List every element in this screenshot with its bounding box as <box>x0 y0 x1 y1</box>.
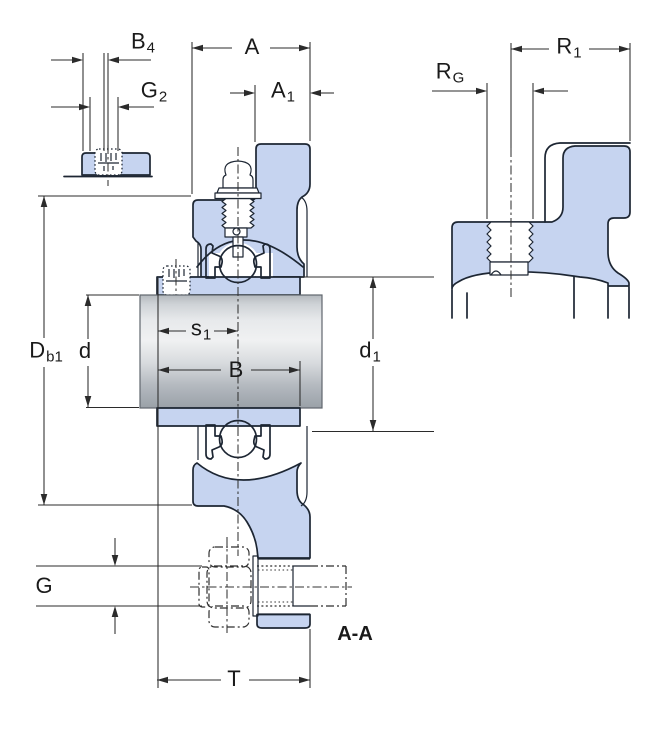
label-text: A-A <box>337 623 373 645</box>
label-subscript: 4 <box>146 39 156 57</box>
label-subscript: 2 <box>158 88 168 106</box>
dim-label-a: A <box>245 36 260 58</box>
side-housing-section <box>451 145 631 290</box>
label-text: R <box>556 33 573 59</box>
grease-hole-thread <box>486 221 534 263</box>
label-subscript: G <box>452 69 465 87</box>
label-text: A <box>270 77 286 103</box>
label-text: d <box>359 337 372 363</box>
label-text: B <box>228 357 244 382</box>
flange-lower-lip <box>256 613 311 629</box>
dim-label-b: B <box>229 359 244 381</box>
section-label-aa: A-A <box>337 624 373 644</box>
mounting-bolt <box>190 537 352 633</box>
label-text: R <box>435 58 452 84</box>
housing-lower-section <box>192 462 311 559</box>
seal-upper-right <box>252 243 271 279</box>
label-subscript: 1 <box>286 88 296 106</box>
main-section-view <box>139 143 352 633</box>
label-text: D <box>29 337 46 363</box>
label-subscript: 1 <box>573 44 582 62</box>
label-text: B <box>130 28 146 54</box>
label-subscript: b1 <box>46 348 63 366</box>
housing-upper-section <box>192 143 311 278</box>
dim-label-g: G <box>35 575 52 597</box>
label-text: s <box>190 315 202 341</box>
seal-lower-left <box>205 424 224 460</box>
label-text: T <box>227 666 241 691</box>
side-section-view <box>451 142 631 319</box>
setscrew-detail-view <box>63 145 153 186</box>
washer <box>252 555 259 617</box>
inner-ring-lower <box>156 407 301 427</box>
label-subscript: 1 <box>372 348 381 366</box>
seal-lower-right <box>252 424 271 460</box>
label-text: d <box>78 338 92 363</box>
label-text: A <box>244 34 260 59</box>
seal-upper-left <box>205 243 224 279</box>
label-text: G <box>35 573 53 598</box>
label-text: G <box>140 77 158 103</box>
label-subscript: 1 <box>202 326 212 344</box>
dim-label-d: d <box>79 340 91 362</box>
shaft <box>139 294 323 409</box>
dim-label-t: T <box>227 668 240 690</box>
dimension-lines <box>36 42 631 688</box>
